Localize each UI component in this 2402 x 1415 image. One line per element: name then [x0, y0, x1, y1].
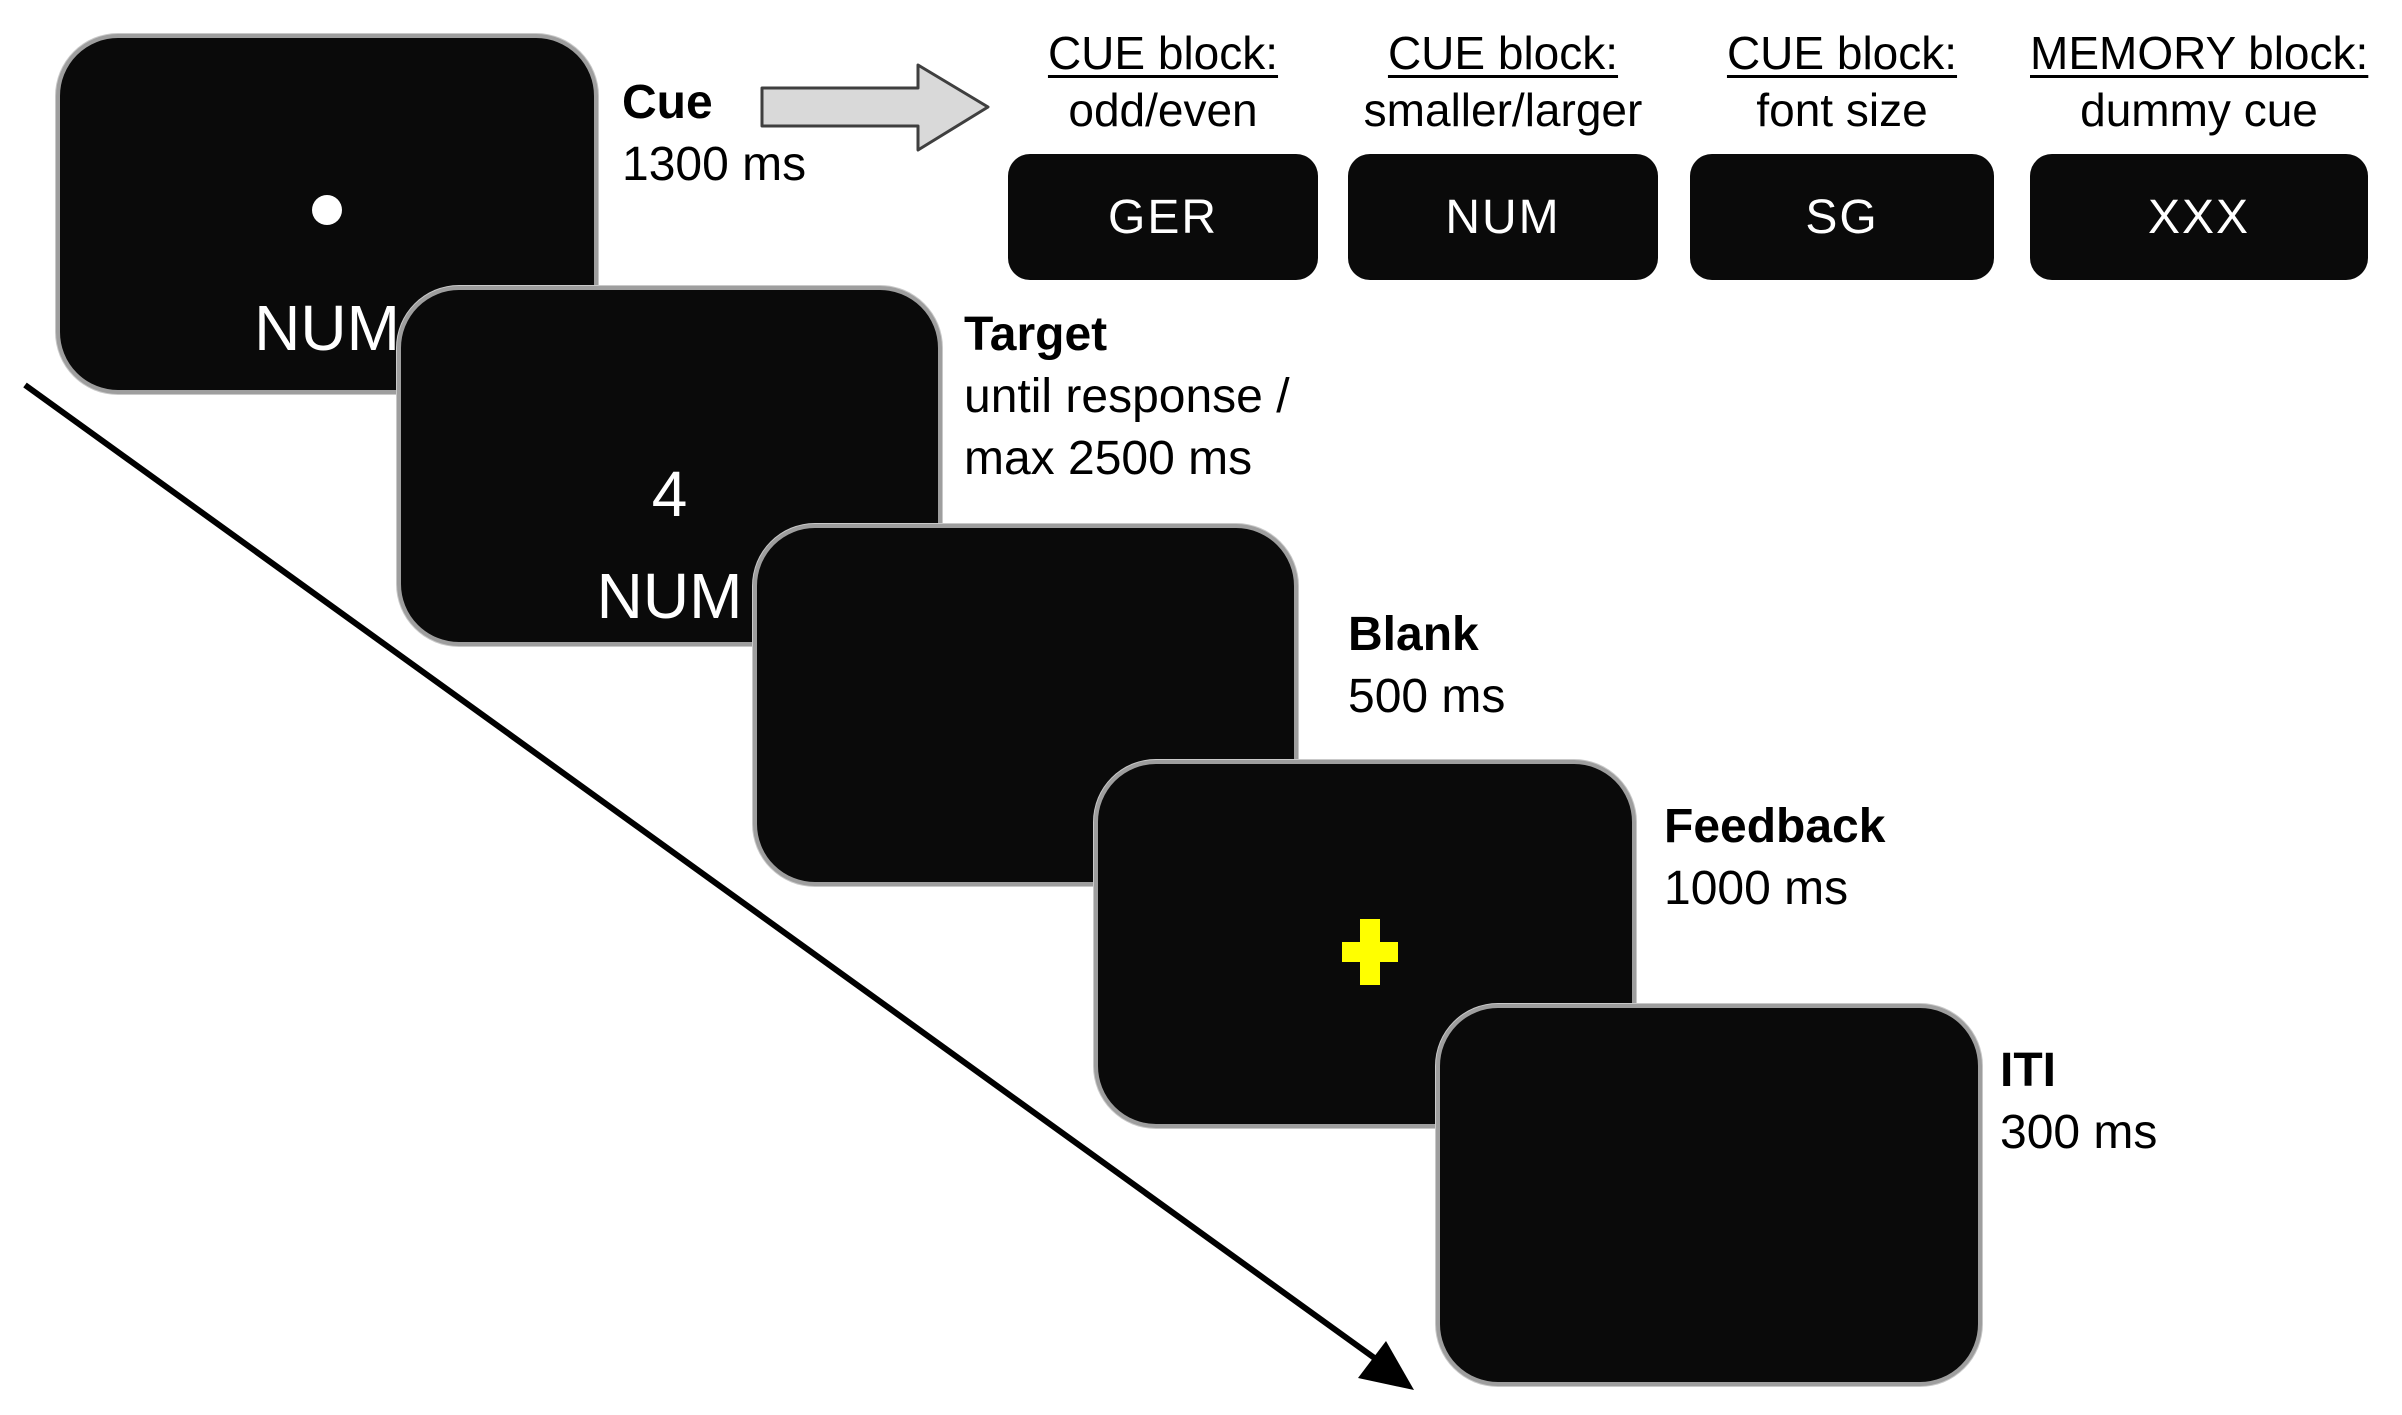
screen-iti	[1436, 1004, 1982, 1386]
task-label: odd/even	[1068, 84, 1258, 136]
target-screen-cue-text: NUM	[596, 560, 743, 632]
cue-screen-cue-text: NUM	[254, 292, 400, 364]
screen-feedback	[1094, 760, 1636, 1128]
cue-code: NUM	[1445, 190, 1561, 244]
stage-duration: 1300 ms	[622, 138, 807, 191]
stage-title: Cue	[622, 76, 713, 129]
task-label: smaller/larger	[1363, 84, 1643, 136]
stage-duration: 500 ms	[1348, 670, 1506, 723]
stage-title: ITI	[2000, 1044, 2056, 1097]
cue-box: XXX	[2030, 154, 2368, 280]
cue-example-odd-even: CUE block: odd/even GER	[1008, 24, 1318, 280]
block-type-label: CUE block:	[1726, 27, 1958, 79]
block-type-label: CUE block:	[1387, 27, 1619, 79]
stage-duration: 1000 ms	[1664, 862, 1849, 915]
stage-label-iti: ITI 300 ms	[2000, 1040, 2157, 1164]
task-label: font size	[1756, 84, 1928, 136]
target-digit: 4	[651, 458, 688, 530]
stage-title: Blank	[1348, 608, 1479, 661]
cue-example-font-size: CUE block: font size SG	[1690, 24, 1994, 280]
cue-example-dummy-cue: MEMORY block: dummy cue XXX	[2030, 24, 2368, 280]
feedback-plus-icon	[1342, 919, 1398, 985]
stage-title: Feedback	[1664, 800, 1886, 853]
cue-box: GER	[1008, 154, 1318, 280]
block-type-label: MEMORY block:	[2030, 27, 2369, 79]
stage-title: Target	[964, 308, 1108, 361]
screen-cue: NUM	[56, 34, 598, 394]
task-label: dummy cue	[2080, 84, 2318, 136]
stage-label-cue: Cue 1300 ms	[622, 72, 806, 196]
cue-box: SG	[1690, 154, 1994, 280]
stage-label-target: Target until response / max 2500 ms	[964, 304, 1290, 490]
cue-box: NUM	[1348, 154, 1658, 280]
stage-label-blank: Blank 500 ms	[1348, 604, 1505, 728]
fixation-dot-icon	[312, 195, 342, 225]
flow-arrow-icon	[760, 63, 990, 152]
block-type-label: CUE block:	[1047, 27, 1279, 79]
cue-example-smaller-larger: CUE block: smaller/larger NUM	[1348, 24, 1658, 280]
stage-duration: until response / max 2500 ms	[964, 370, 1290, 485]
stage-label-feedback: Feedback 1000 ms	[1664, 796, 1885, 920]
cue-code: GER	[1107, 190, 1218, 244]
cue-code: XXX	[2147, 190, 2251, 244]
cue-code: SG	[1805, 190, 1879, 244]
stage-duration: 300 ms	[2000, 1106, 2158, 1159]
